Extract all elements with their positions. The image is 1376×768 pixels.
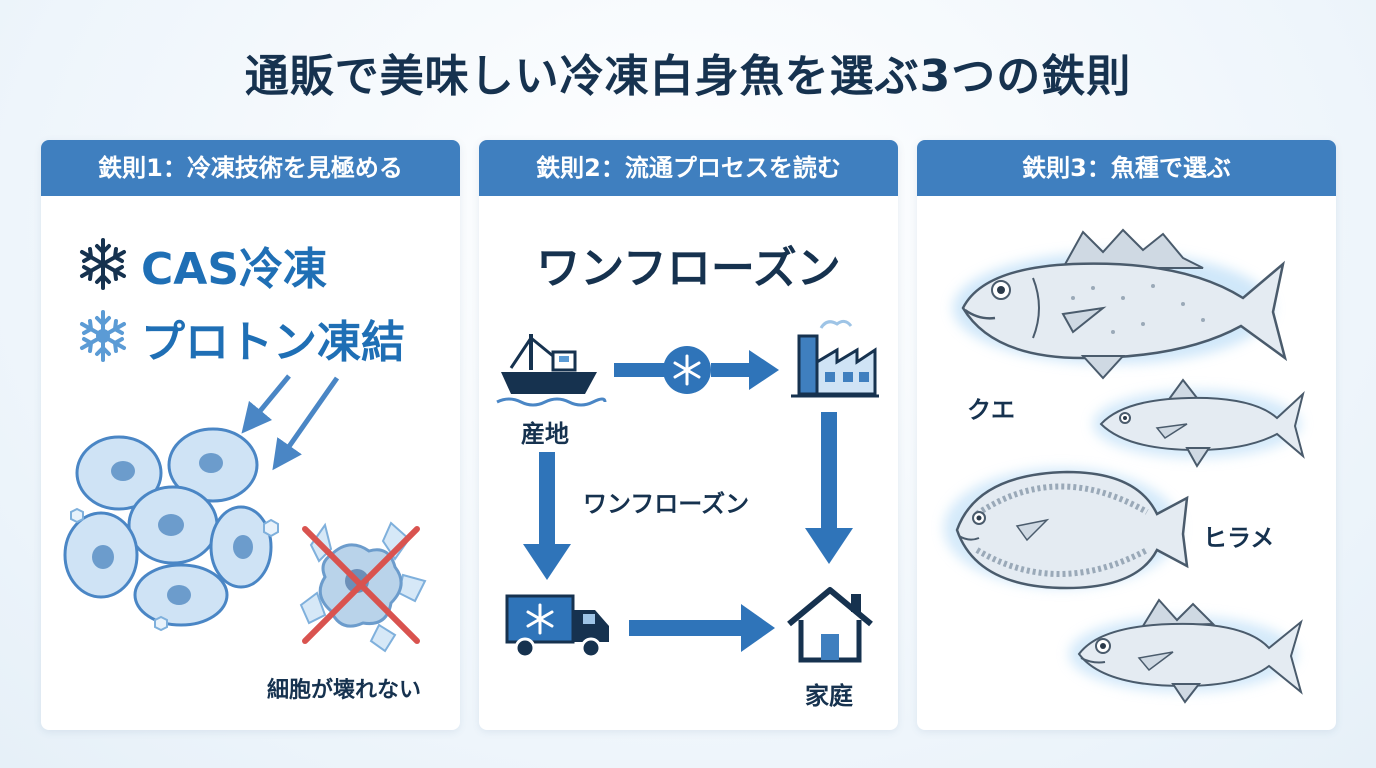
cell-caption: 細胞が壊れない — [267, 678, 422, 703]
arrow-icon — [241, 374, 340, 471]
rule-panel-1: 鉄則1：冷凍技術を見極める CAS冷凍 プロトン凍結 — [41, 140, 460, 730]
house-icon — [787, 587, 873, 663]
node-home: 家庭 — [805, 682, 853, 710]
snowflake-icon — [80, 310, 126, 362]
method-proton: プロトン凍結 — [141, 317, 405, 368]
rule-panel-2: 鉄則2：流通プロセスを読む ワンフローズン 産地 — [479, 140, 898, 730]
cell-icon — [63, 427, 279, 632]
method-cas: CAS冷凍 — [141, 244, 328, 295]
process-heading: ワンフローズン — [536, 243, 841, 294]
fish-icon — [1093, 378, 1305, 468]
truck-icon — [505, 594, 609, 659]
fish-icon — [1069, 598, 1303, 704]
rule-header-2: 鉄則2：流通プロセスを読む — [479, 140, 898, 196]
rule-header-1: 鉄則1：冷凍技術を見極める — [41, 140, 460, 196]
arrow-icon — [523, 346, 853, 652]
cross-mark-icon — [299, 521, 427, 653]
process-center-label: ワンフローズン — [583, 490, 750, 518]
factory-icon — [791, 319, 879, 398]
ship-icon — [496, 334, 607, 407]
fish-icon — [953, 228, 1288, 380]
fish-label-kue: クエ — [967, 396, 1015, 424]
fish-icon — [944, 468, 1189, 590]
fish-label-hirame: ヒラメ — [1203, 524, 1275, 552]
rule-header-3: 鉄則3：魚種で選ぶ — [917, 140, 1336, 196]
node-origin: 産地 — [521, 420, 569, 448]
rule-panel-3: 鉄則3：魚種で選ぶ クエ — [917, 140, 1336, 730]
page-title: 通販で美味しい冷凍白身魚を選ぶ3つの鉄則 — [244, 51, 1132, 102]
snowflake-icon — [80, 238, 126, 290]
